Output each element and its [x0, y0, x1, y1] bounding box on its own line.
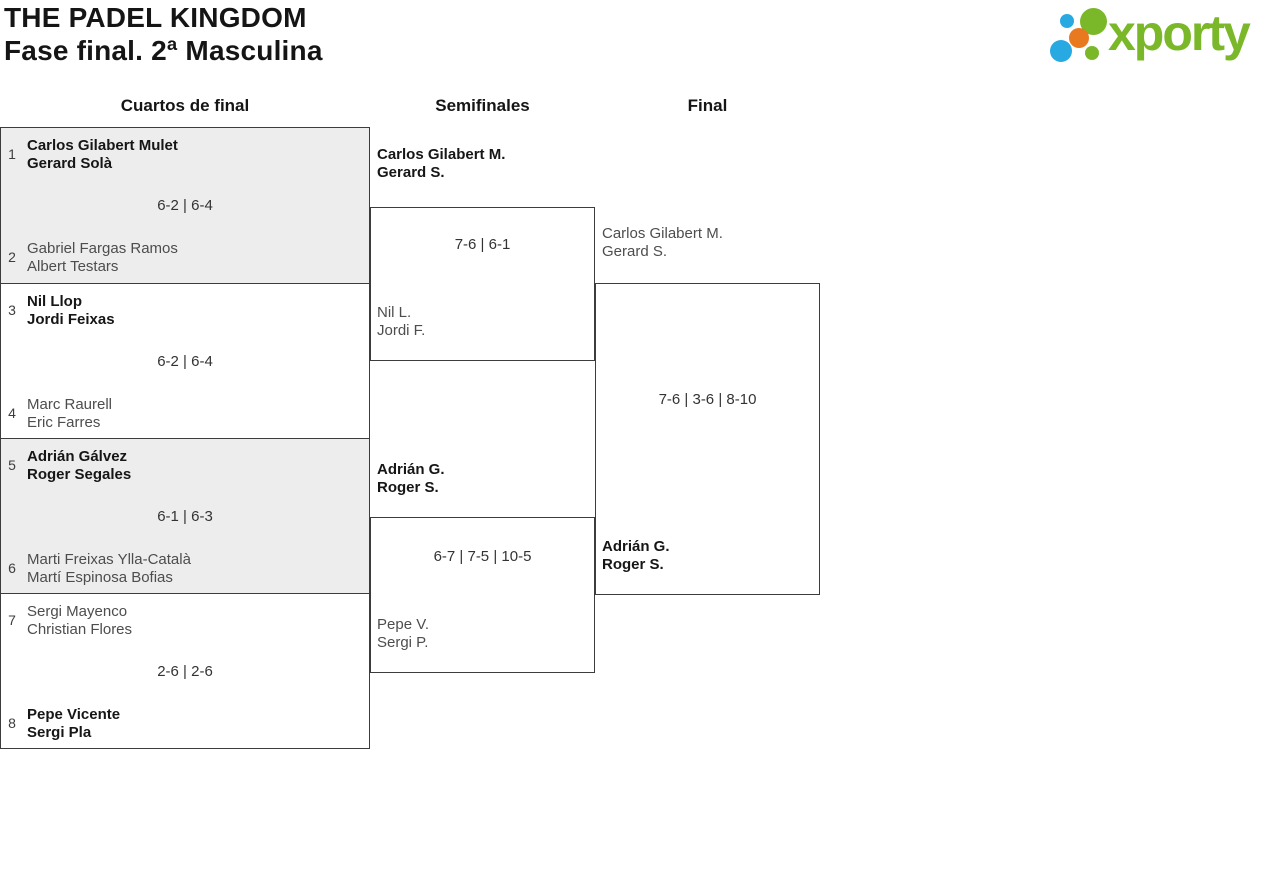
player-name: Sergi Pla	[27, 724, 92, 741]
logo-dot-blue-small-icon	[1060, 14, 1074, 28]
team-pair: Gabriel Fargas Ramos Albert Testars	[27, 240, 178, 276]
player-name: Carlos Gilabert M.	[602, 225, 723, 242]
player-name: Roger S.	[602, 556, 664, 573]
player-name: Gerard Solà	[27, 155, 113, 172]
player-name: Nil L.	[377, 304, 412, 321]
seed-number: 4	[8, 405, 16, 421]
logo-dot-blue-large-icon	[1050, 40, 1072, 62]
match-quarterfinal-2: 3 Nil Llop Jordi Feixas 6-2 | 6-4 4 Marc…	[0, 283, 370, 439]
match-score: 2-6 | 2-6	[157, 663, 213, 680]
match-quarterfinal-3: 5 Adrián Gálvez Roger Segales 6-1 | 6-3 …	[0, 438, 370, 594]
match-score: 7-6 | 3-6 | 8-10	[658, 391, 757, 408]
player-name: Albert Testars	[27, 258, 119, 275]
team-pair: Pepe Vicente Sergi Pla	[27, 706, 120, 742]
team-pair-semifinal1-top: Carlos Gilabert M. Gerard S.	[377, 146, 505, 182]
player-name: Sergi Mayenco	[27, 603, 128, 620]
page-title: THE PADEL KINGDOM	[4, 2, 307, 33]
player-name: Adrián G.	[602, 538, 670, 555]
player-name: Jordi Feixas	[27, 311, 115, 328]
match-quarterfinal-4: 7 Sergi Mayenco Christian Flores 2-6 | 2…	[0, 593, 370, 749]
match-quarterfinal-1: 1 Carlos Gilabert Mulet Gerard Solà 6-2 …	[0, 127, 370, 284]
seed-number: 7	[8, 612, 16, 628]
team-pair: Sergi Mayenco Christian Flores	[27, 603, 132, 639]
team-pair: Nil Llop Jordi Feixas	[27, 293, 115, 329]
match-score: 6-7 | 7-5 | 10-5	[433, 548, 532, 565]
team-pair-final-bottom: Adrián G. Roger S.	[602, 538, 670, 574]
round-header-semifinals: Semifinales	[435, 96, 530, 115]
seed-number: 3	[8, 302, 16, 318]
match-semifinal-2	[370, 517, 595, 673]
player-name: Jordi F.	[377, 322, 426, 339]
round-header-final: Final	[687, 96, 728, 115]
player-name: Gerard S.	[602, 243, 668, 260]
team-pair-semifinal1-bottom: Nil L. Jordi F.	[377, 304, 425, 340]
player-name: Eric Farres	[27, 414, 101, 431]
player-name: Gerard S.	[377, 164, 445, 181]
match-final	[595, 283, 820, 595]
player-name: Nil Llop	[27, 293, 82, 310]
match-score: 7-6 | 6-1	[454, 236, 511, 253]
team-pair-semifinal2-bottom: Pepe V. Sergi P.	[377, 616, 429, 652]
player-name: Martí Espinosa Bofias	[27, 569, 173, 586]
player-name: Carlos Gilabert M.	[377, 146, 506, 163]
player-name: Marti Freixas Ylla-Català	[27, 551, 191, 568]
team-pair: Marti Freixas Ylla-Català Martí Espinosa…	[27, 551, 191, 587]
match-score: 6-2 | 6-4	[157, 353, 213, 370]
round-header-quarterfinals: Cuartos de final	[120, 96, 250, 115]
page-subtitle: Fase final. 2ª Masculina	[4, 35, 323, 66]
seed-number: 5	[8, 457, 16, 473]
player-name: Roger Segales	[27, 466, 132, 483]
match-score: 6-1 | 6-3	[157, 508, 213, 525]
player-name: Adrián Gálvez	[27, 448, 128, 465]
match-score: 6-2 | 6-4	[157, 197, 213, 214]
player-name: Christian Flores	[27, 621, 133, 638]
team-pair: Carlos Gilabert Mulet Gerard Solà	[27, 137, 178, 173]
player-name: Gabriel Fargas Ramos	[27, 240, 178, 257]
player-name: Sergi P.	[377, 634, 429, 651]
team-pair-semifinal2-top: Adrián G. Roger S.	[377, 461, 445, 497]
team-pair-final-top: Carlos Gilabert M. Gerard S.	[602, 225, 723, 261]
player-name: Pepe V.	[377, 616, 429, 633]
seed-number: 2	[8, 249, 16, 265]
logo-dot-green-small-icon	[1085, 46, 1099, 60]
team-pair: Adrián Gálvez Roger Segales	[27, 448, 131, 484]
seed-number: 1	[8, 146, 16, 162]
logo-dot-orange-icon	[1069, 28, 1089, 48]
player-name: Adrián G.	[377, 461, 445, 478]
player-name: Roger S.	[377, 479, 439, 496]
match-semifinal-1	[370, 207, 595, 361]
player-name: Carlos Gilabert Mulet	[27, 137, 178, 154]
player-name: Marc Raurell	[27, 396, 113, 413]
seed-number: 6	[8, 560, 16, 576]
seed-number: 8	[8, 715, 16, 731]
player-name: Pepe Vicente	[27, 706, 121, 723]
team-pair: Marc Raurell Eric Farres	[27, 396, 112, 432]
logo-wordmark: xporty	[1108, 5, 1251, 61]
